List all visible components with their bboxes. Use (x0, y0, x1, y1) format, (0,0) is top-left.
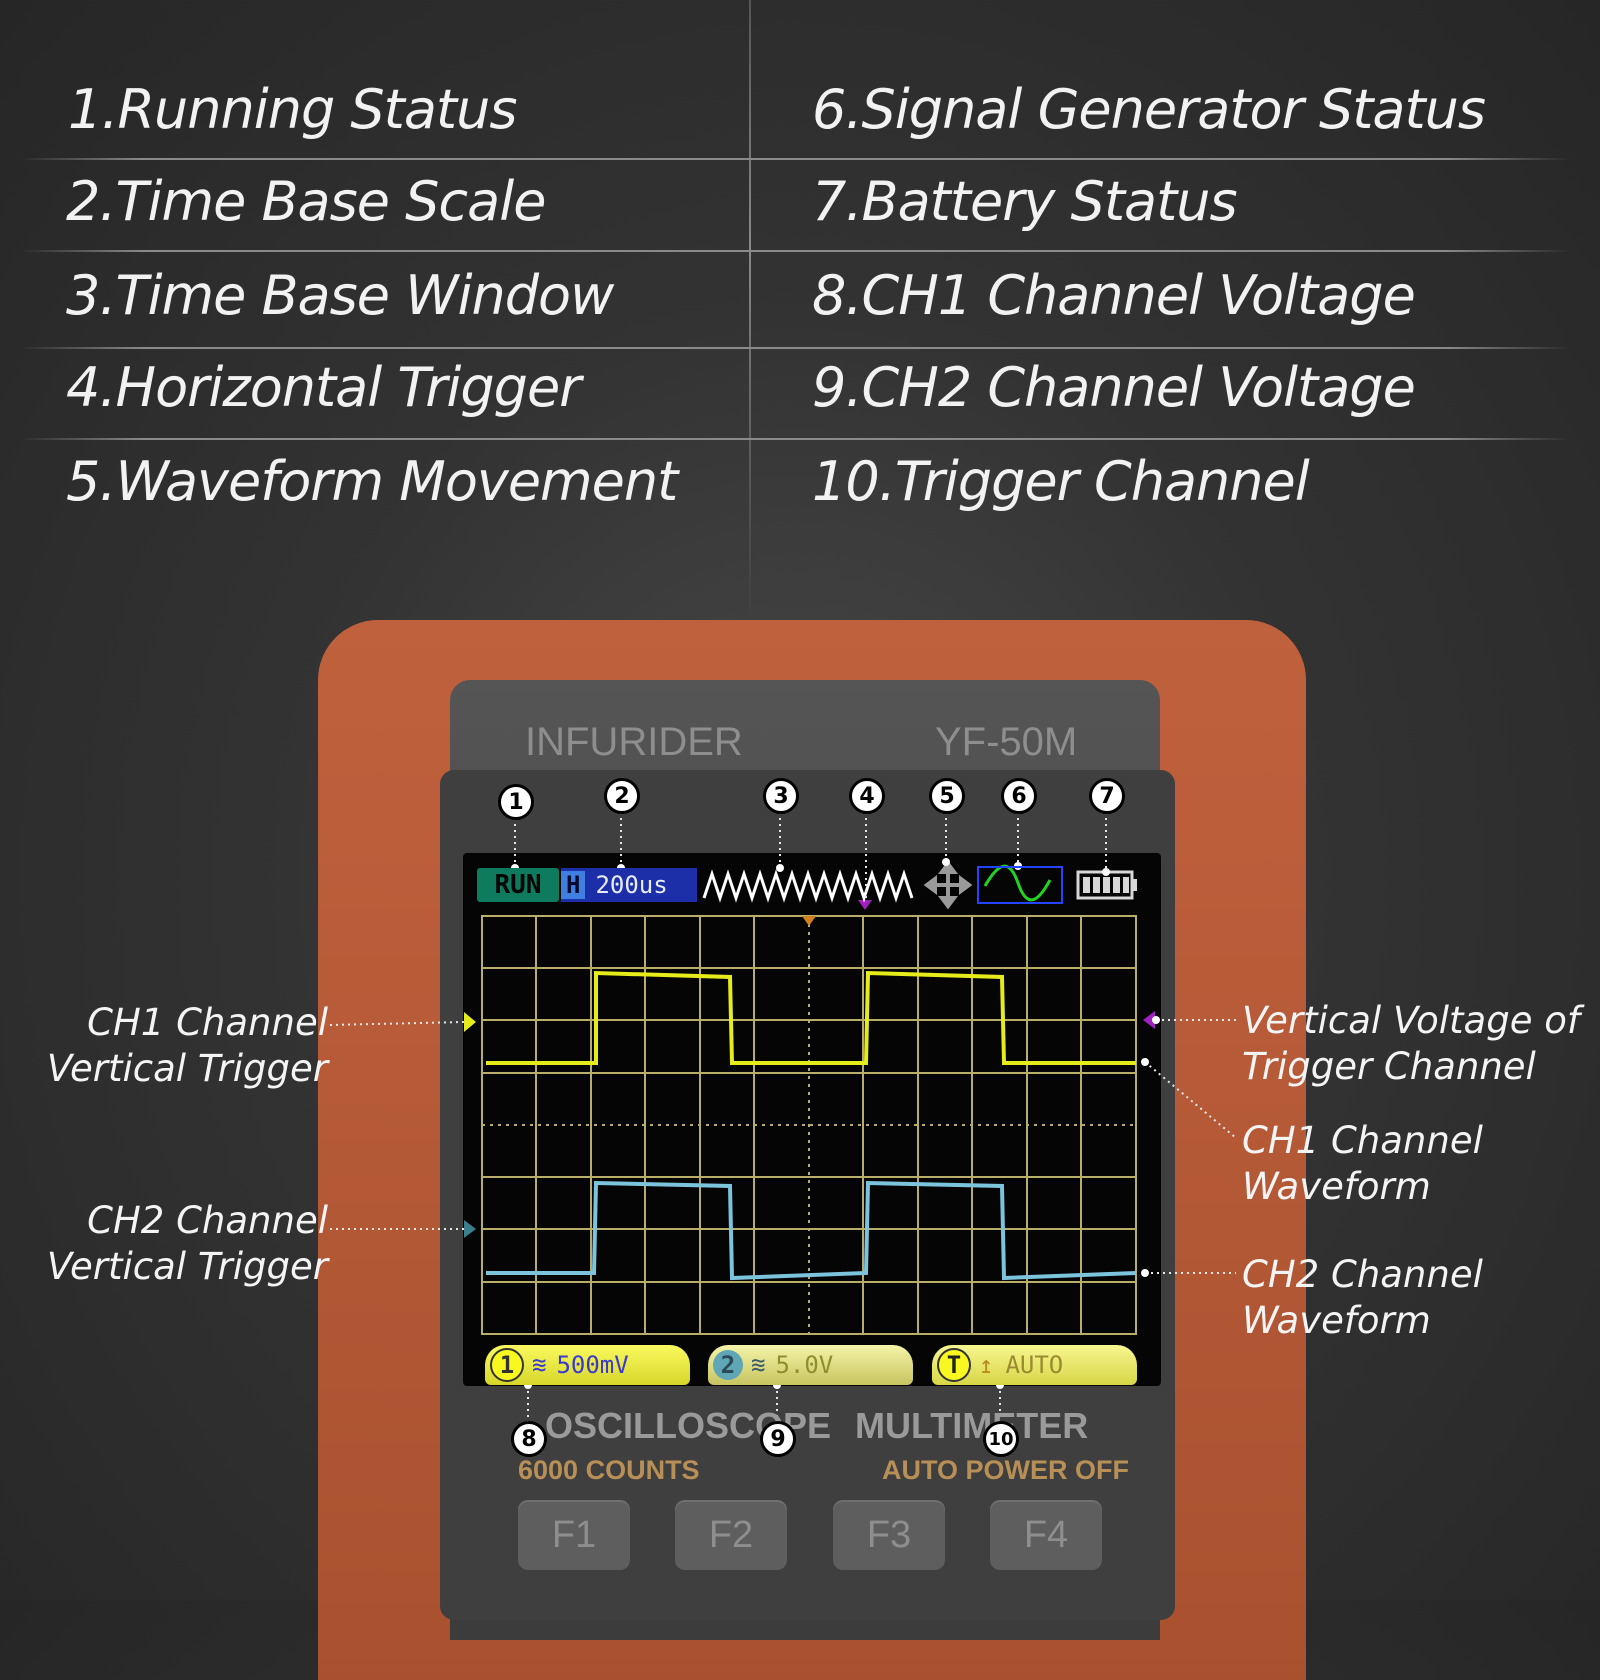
time-base-prefix: H (561, 871, 586, 899)
callout-line: Vertical Voltage of (1242, 999, 1580, 1042)
callout-line: Trigger Channel (1242, 1045, 1536, 1088)
callout-line: CH1 Channel (87, 1001, 328, 1044)
callout-line: CH1 Channel (1242, 1119, 1483, 1162)
ch2-waveform (486, 1180, 1137, 1281)
legend-item-signal-generator-status: 6.Signal Generator Status (812, 78, 1486, 141)
time-base-value: 200us (595, 871, 668, 899)
ch2-voltage-value: 5.0V (775, 1351, 834, 1379)
marker-8: 8 (511, 1421, 547, 1457)
marker-6: 6 (1001, 778, 1037, 814)
callout-line: Vertical Trigger (46, 1245, 328, 1288)
f3-button[interactable]: F3 (833, 1500, 945, 1570)
legend-divider-vertical (749, 0, 751, 620)
leader-dots (511, 858, 1160, 1389)
horizontal-position-marker-icon (858, 900, 872, 910)
ch2-trigger-marker-icon (464, 1220, 476, 1238)
ch2-voltage-pill: 2 ≋ 5.0V (708, 1345, 913, 1385)
marker-4: 4 (849, 778, 885, 814)
trigger-level-marker-icon (1143, 1011, 1155, 1029)
screen-graphics (329, 812, 1237, 1422)
model-label: YF-50M (935, 720, 1078, 764)
auto-power-off-label: AUTO POWER OFF (882, 1455, 1129, 1485)
callout-line: CH2 Channel (87, 1199, 328, 1242)
callout-trigger-channel-voltage: Vertical Voltage of Trigger Channel (1242, 998, 1580, 1090)
oscilloscope-screen (463, 853, 1161, 1386)
f4-button[interactable]: F4 (990, 1500, 1102, 1570)
legend-item-ch2-voltage: 9.CH2 Channel Voltage (812, 356, 1416, 419)
callout-ch1-vertical-trigger: CH1 Channel Vertical Trigger (30, 1000, 328, 1092)
callout-line: Waveform (1242, 1299, 1431, 1342)
ch1-waveform (486, 970, 1136, 1065)
marker-7: 7 (1089, 778, 1125, 814)
horizontal-trigger-marker-icon (802, 916, 816, 926)
legend-item-waveform-movement: 5.Waveform Movement (66, 450, 678, 513)
callout-ch2-waveform: CH2 Channel Waveform (1242, 1252, 1483, 1344)
legend-item-battery-status: 7.Battery Status (812, 170, 1238, 233)
battery-icon (1076, 870, 1137, 900)
f1-button[interactable]: F1 (518, 1500, 630, 1570)
legend-item-ch1-voltage: 8.CH1 Channel Voltage (812, 264, 1416, 327)
signal-generator-box (977, 866, 1063, 904)
legend-row-divider (20, 250, 1570, 252)
time-base-scale: H 200us (561, 868, 697, 902)
callout-ch2-vertical-trigger: CH2 Channel Vertical Trigger (30, 1198, 328, 1290)
signal-generator-sine-icon (983, 864, 1052, 902)
ch1-trigger-marker-icon (464, 1012, 476, 1032)
marker-5: 5 (929, 778, 965, 814)
counts-label: 6000 COUNTS (518, 1455, 700, 1485)
legend-row-divider (20, 438, 1570, 440)
marker-2: 2 (604, 778, 640, 814)
marker-10: 10 (983, 1421, 1019, 1457)
waveform-move-icon (923, 860, 973, 910)
f2-button[interactable]: F2 (675, 1500, 787, 1570)
trigger-channel-pill: T ↥ AUTO (932, 1345, 1137, 1385)
multimeter-label: MULTIMETER (855, 1405, 1089, 1446)
legend-item-running-status: 1.Running Status (68, 78, 517, 141)
leader-lines (329, 812, 1237, 1422)
callout-line: Waveform (1242, 1165, 1431, 1208)
ch1-coupling-icon: ≋ (532, 1351, 547, 1379)
callout-ch1-waveform: CH1 Channel Waveform (1242, 1118, 1483, 1210)
callout-line: CH2 Channel (1242, 1253, 1483, 1296)
legend-item-time-base-window: 3.Time Base Window (66, 264, 614, 327)
trigger-mode-value: AUTO (1005, 1351, 1064, 1379)
legend-item-trigger-channel: 10.Trigger Channel (812, 450, 1310, 513)
callout-line: Vertical Trigger (46, 1047, 328, 1090)
marker-9: 9 (760, 1421, 796, 1457)
brand-label: INFURIDER (525, 720, 743, 764)
trigger-label-icon: T (937, 1348, 971, 1382)
legend-row-divider (20, 347, 1570, 349)
legend-item-horizontal-trigger: 4.Horizontal Trigger (66, 356, 581, 419)
ch2-number-icon: 2 (713, 1350, 743, 1380)
ch1-voltage-pill: 1 ≋ 500mV (485, 1345, 690, 1385)
ch1-voltage-value: 500mV (556, 1351, 629, 1379)
legend-row-divider (20, 158, 1570, 160)
timebase-window-wave-icon (702, 869, 914, 903)
legend-item-time-base-scale: 2.Time Base Scale (66, 170, 546, 233)
marker-3: 3 (763, 778, 799, 814)
marker-1: 1 (498, 784, 534, 820)
ch2-coupling-icon: ≋ (751, 1351, 766, 1379)
trigger-edge-icon: ↥ (979, 1351, 994, 1379)
running-status-badge: RUN (477, 868, 559, 902)
ch1-number-icon: 1 (490, 1348, 524, 1382)
